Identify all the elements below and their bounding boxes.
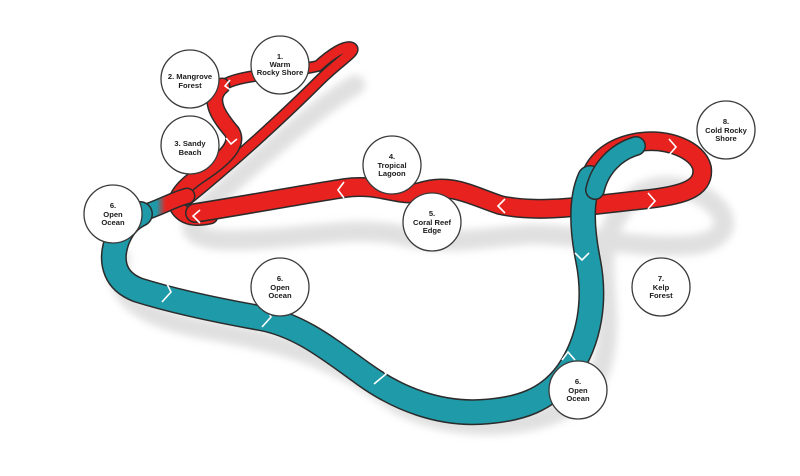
node-number: 5. xyxy=(429,209,435,218)
node-number: 8. xyxy=(723,117,729,126)
node-label-line1: Warm xyxy=(270,60,291,69)
node-open-ocean-middle: 6. Open Ocean xyxy=(250,257,310,317)
node-number: 6. xyxy=(575,377,581,386)
node-label-line1: Open xyxy=(568,386,588,395)
node-number: 3. Sandy xyxy=(174,139,206,148)
node-number: 6. xyxy=(110,201,116,210)
node-label-line1: Beach xyxy=(179,148,202,157)
node-number: 2. Mangrove xyxy=(168,72,212,81)
node-number: 4. xyxy=(389,152,395,161)
node-label-line2: Rocky Shore xyxy=(257,68,303,77)
node-number: 7. xyxy=(658,274,664,283)
node-warm-rocky-shore: 1. Warm Rocky Shore xyxy=(250,35,310,95)
node-mangrove-forest: 2. Mangrove Forest xyxy=(160,49,220,109)
node-label-line1: Kelp xyxy=(653,283,670,292)
cold-route xyxy=(100,136,646,426)
node-open-ocean-left: 6. Open Ocean xyxy=(83,184,143,244)
node-number: 1. xyxy=(277,52,283,61)
node-label-line2: Forest xyxy=(649,291,673,300)
node-label-line2: Ocean xyxy=(566,394,590,403)
node-cold-rocky-shore: 8. Cold Rocky Shore xyxy=(696,100,756,160)
node-number: 6. xyxy=(277,274,283,283)
node-label-line2: Shore xyxy=(715,134,737,143)
node-label-line2: Edge xyxy=(423,226,442,235)
node-label-line1: Coral Reef xyxy=(413,218,451,227)
node-label-line2: Ocean xyxy=(101,218,125,227)
node-label-line2: Lagoon xyxy=(378,169,406,178)
node-coral-reef-edge: 5. Coral Reef Edge xyxy=(402,192,462,252)
node-kelp-forest: 7. Kelp Forest xyxy=(631,257,691,317)
node-open-ocean-right: 6. Open Ocean xyxy=(548,360,608,420)
node-sandy-beach: 3. Sandy Beach xyxy=(160,115,220,175)
node-label-line1: Open xyxy=(270,283,290,292)
node-label-line1: Tropical xyxy=(377,161,406,170)
node-label-line2: Ocean xyxy=(268,291,292,300)
node-label-line1: Cold Rocky xyxy=(705,126,748,135)
node-tropical-lagoon: 4. Tropical Lagoon xyxy=(362,135,422,195)
node-label-line1: Open xyxy=(103,210,123,219)
node-label-line1: Forest xyxy=(178,81,202,90)
